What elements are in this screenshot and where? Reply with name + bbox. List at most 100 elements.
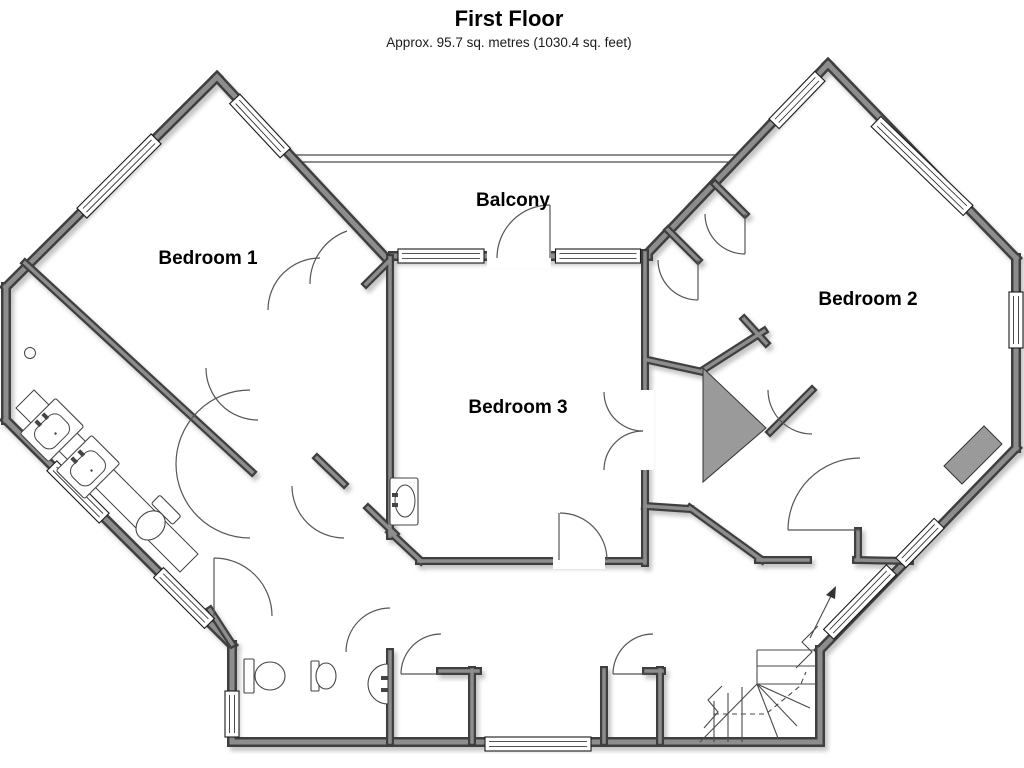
bidet [310,660,337,692]
window-frame [768,70,826,130]
door-swing-arc [603,391,644,432]
labels: First Floor Approx. 95.7 sq. metres (103… [158,6,917,418]
window-frame [1008,291,1024,349]
wall-segment-core [712,181,748,217]
wall-segment-core [767,387,815,435]
door-swing-arc [267,257,321,311]
ceiling-light [24,347,36,359]
window-frame [224,690,240,738]
window-glazing-line [235,103,281,153]
basin-bowl [394,484,416,518]
wall-segment-core [645,357,706,375]
door-swing-arc [205,367,259,421]
door-swing-arc [291,485,345,539]
bathroom-fixtures [15,347,419,705]
door-swing-arc [767,389,813,435]
wall-basin [367,663,389,705]
tap [34,419,43,428]
window-glazing-line [901,524,935,559]
window-frame [554,248,642,264]
room-label-bedroom-3: Bedroom 3 [468,397,567,418]
door-swing-arc [657,259,699,301]
window [224,690,240,738]
room-label-bedroom-1: Bedroom 1 [158,248,258,269]
wall-segment-core [365,505,398,537]
window-glazing-line [774,77,816,120]
window [822,564,898,640]
toilet-cistern [243,658,255,694]
window-glazing-line [876,125,964,210]
tap [392,503,398,507]
toilet-bowl [254,661,286,691]
door-swing-arc [603,430,644,471]
window-glazing-line [905,527,939,562]
door-swing-arc [612,633,654,675]
toilet [135,495,181,541]
balcony-railing [296,154,737,163]
door-swings [175,204,861,675]
door-swing-arc [559,512,608,561]
wall-segment-core [643,504,692,511]
stair-break-line [795,625,819,669]
window [484,736,592,752]
stair-tread [756,683,811,709]
stair-void-triangle [702,366,767,484]
door-swing-arc [704,213,746,255]
window-glazing-line [239,99,285,149]
vanity-sink [56,435,120,499]
window-glazing-line [829,570,888,630]
tap [70,456,79,465]
wall-segment-core [665,227,701,263]
window-frame [152,566,216,630]
plan-subtitle: Approx. 95.7 sq. metres (1030.4 sq. feet… [386,35,631,50]
drain [90,469,93,472]
wall-segment-core [387,529,424,564]
window-frame [870,115,974,217]
window [1008,291,1024,349]
wall-segment-core [22,260,255,475]
stair-direction-dashed [714,671,807,715]
window-glazing-line [832,574,891,634]
tap [392,493,398,497]
window [554,248,642,264]
window-glazing-line [162,573,209,620]
door-swing-arc [175,389,251,465]
built-in-wardrobe [943,425,1003,485]
window-frame [76,133,162,219]
window-frame [484,736,592,752]
tap [381,688,388,692]
wall-segment-core [314,455,347,487]
door-swing-arc [496,204,551,259]
toilet [243,658,286,694]
window-frame [397,248,485,264]
window [228,93,292,159]
window-frame [895,517,945,569]
window-glazing-line [880,122,968,207]
sink-basin [34,413,70,450]
door-swing-arc [175,463,251,539]
window-frame [228,93,292,159]
door-swing-arc [213,557,273,617]
toilet-bowl [135,510,166,541]
window [152,566,216,630]
window [768,70,826,130]
door-swing-arc [787,457,861,531]
door-opening-mask [636,390,654,470]
vanity-sink [20,398,84,462]
tap [41,412,50,421]
window [397,248,485,264]
window [870,115,974,217]
plan-title: First Floor [455,6,564,31]
room-label-bedroom-2: Bedroom 2 [818,289,917,310]
staircase [699,586,836,743]
wall-segment-core [700,328,767,373]
door-swing-arc [400,633,442,675]
bidet-bowl [315,662,337,690]
room-label-balcony: Balcony [476,190,550,211]
door-openings [487,244,654,569]
window-glazing-line [82,139,152,209]
drain [54,432,57,435]
sink-basin [70,450,106,487]
door-swing-arc [309,230,348,285]
